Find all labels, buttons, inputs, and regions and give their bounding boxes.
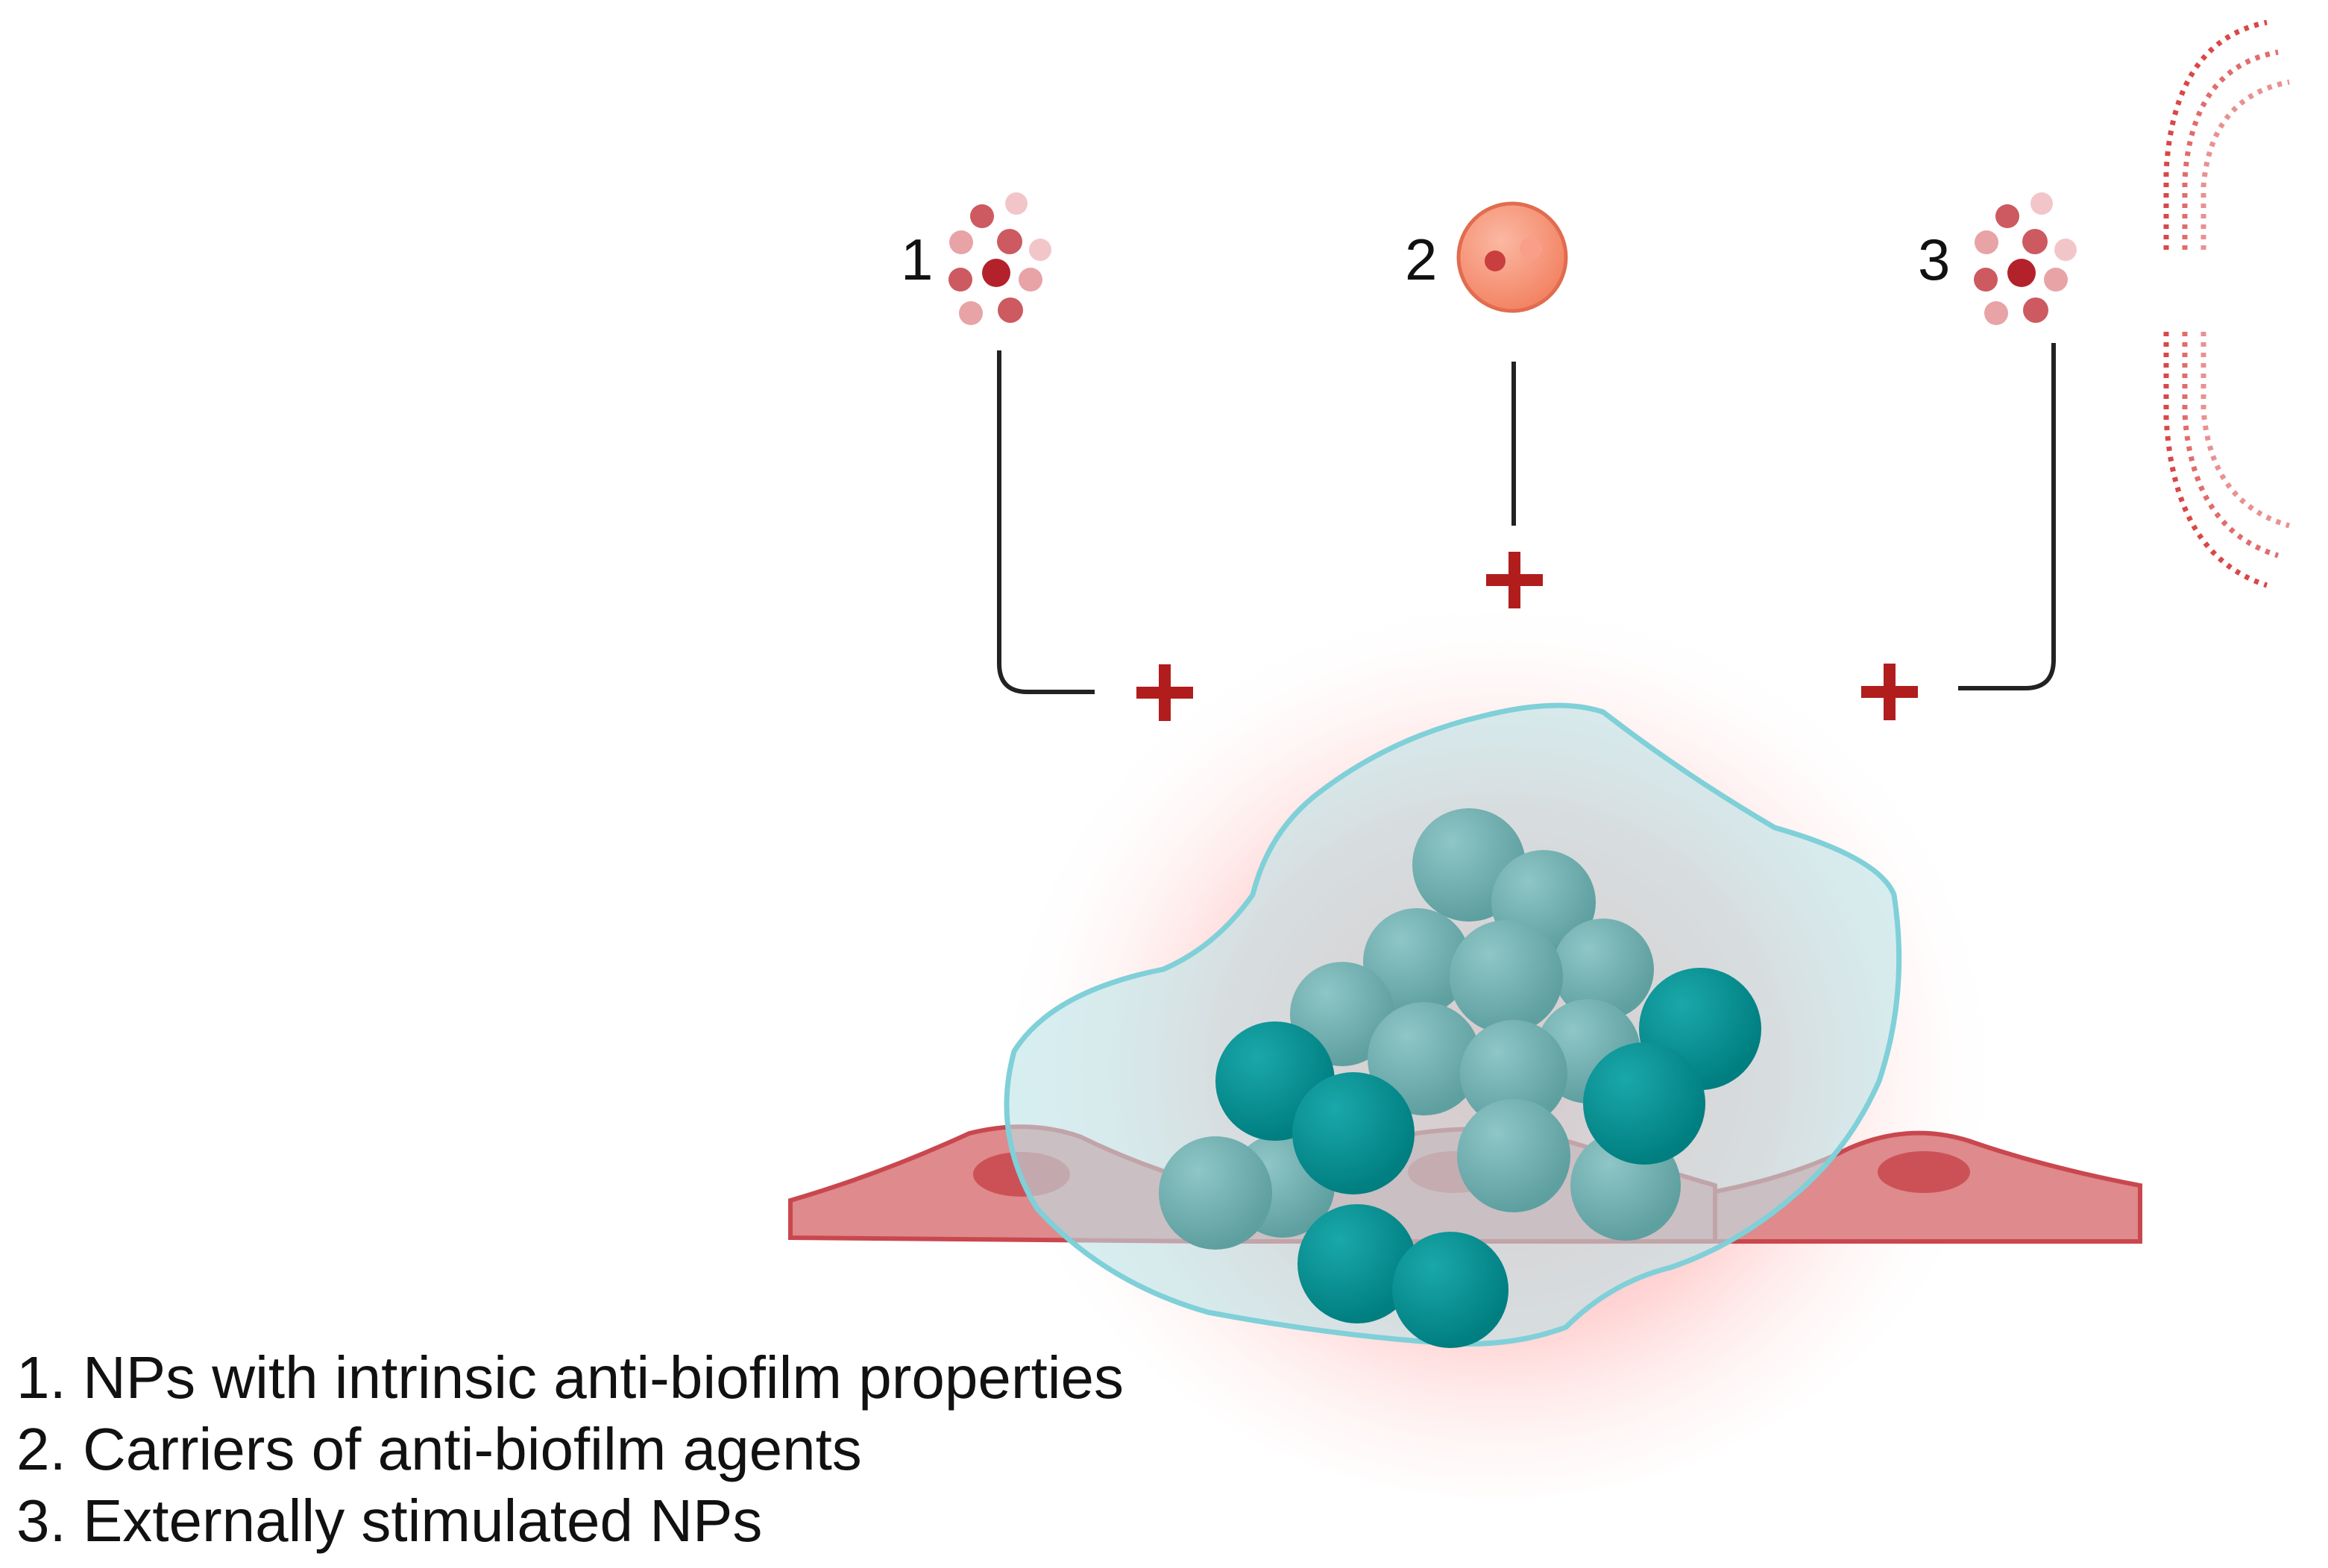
bacterium [1450, 920, 1563, 1033]
bacterium [1583, 1042, 1705, 1165]
plus-icon [1486, 552, 1543, 608]
nucleus-right-icon [1878, 1151, 1970, 1193]
stimulated-nanoparticle-icon [1974, 192, 2077, 325]
bacterium [1552, 919, 1654, 1020]
carrier-particle-icon [1456, 201, 1568, 313]
bacterium [1368, 1002, 1481, 1115]
legend: 1. NPs with intrinsic anti-biofilm prope… [16, 1342, 1124, 1557]
label-number-1: 1 [901, 227, 933, 292]
legend-item-3: 3. Externally stimulated NPs [16, 1487, 763, 1554]
bacterium [1392, 1232, 1509, 1348]
bacterium [1363, 908, 1470, 1016]
bacterium [1292, 1072, 1415, 1194]
connector-lines [997, 343, 2056, 694]
plus-icon [1136, 664, 1193, 721]
bacteria-cluster [1159, 808, 1761, 1348]
external-stimulus-waves-icon [2163, 19, 2290, 588]
bacterium [1297, 1204, 1417, 1323]
plus-signs [1136, 552, 1918, 721]
legend-item-1: 1. NPs with intrinsic anti-biofilm prope… [16, 1344, 1124, 1411]
connector-line-3 [1958, 343, 2056, 690]
bacterium [1159, 1136, 1272, 1250]
legend-item-2: 2. Carriers of anti-biofilm agents [16, 1416, 862, 1482]
label-number-3: 3 [1918, 227, 1950, 292]
plus-icon [1861, 664, 1918, 720]
label-number-2: 2 [1405, 227, 1437, 292]
nanoparticle-cluster-icon [948, 192, 1051, 325]
bacterium [1460, 1020, 1567, 1127]
bacterium [1457, 1099, 1570, 1212]
connector-line-1 [997, 350, 1095, 694]
